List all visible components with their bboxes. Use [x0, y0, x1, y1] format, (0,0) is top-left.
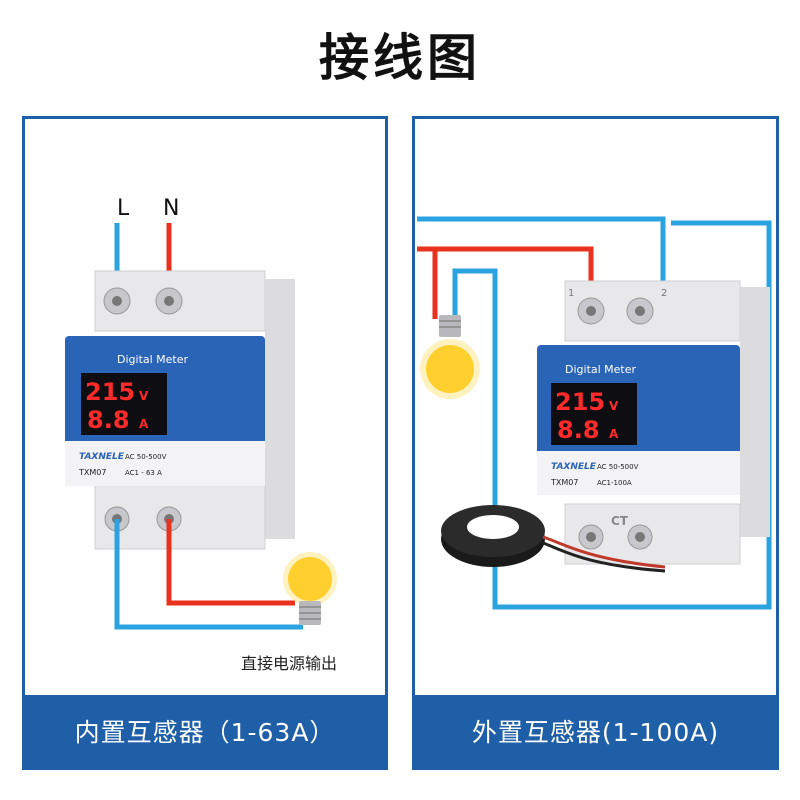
model-number: TXM07: [78, 468, 106, 477]
terminal-number-2: 2: [661, 288, 667, 299]
current-unit: A: [139, 417, 149, 431]
screw-icon: [635, 532, 645, 542]
device-side: [740, 287, 770, 537]
voltage-reading: 215: [85, 378, 135, 406]
wiring-diagram-internal: L N Digital Meter 215 V 8.8 A TAXNELE TX…: [65, 196, 337, 673]
device-side: [265, 279, 295, 539]
light-bulb-icon: [283, 552, 337, 625]
screw-icon: [112, 296, 122, 306]
panel-internal-ct: L N Digital Meter 215 V 8.8 A TAXNELE TX…: [22, 116, 388, 770]
wiring-diagram-external: 1 2 Digital Meter 215 V 8.8 A TAXNELE TX…: [417, 216, 772, 610]
screw-icon: [635, 306, 645, 316]
brand-logo: TAXNELE: [551, 462, 597, 472]
spec-current: AC1-100A: [597, 479, 632, 487]
screw-icon: [586, 306, 596, 316]
meter-label-strip: [65, 441, 265, 486]
footer-external-ct: 外置互感器(1-100A): [415, 695, 776, 767]
spec-current: AC1 - 63 A: [125, 469, 162, 477]
panel-external-ct: 1 2 Digital Meter 215 V 8.8 A TAXNELE TX…: [412, 116, 779, 770]
current-unit: A: [609, 427, 619, 441]
wire-load-neutral: [452, 220, 772, 610]
meter-brand-title: Digital Meter: [117, 353, 189, 366]
terminal-number-1: 1: [568, 288, 574, 299]
spec-voltage: AC 50-500V: [597, 463, 639, 471]
voltage-unit: V: [609, 399, 619, 413]
page-title: 接线图: [319, 29, 481, 87]
wire-neutral-out: [114, 519, 303, 630]
voltage-unit: V: [139, 389, 149, 403]
meter-brand-title: Digital Meter: [565, 363, 637, 376]
current-reading: 8.8: [557, 416, 600, 444]
meter-label-strip: [537, 451, 740, 495]
wire-supply-neutral: [417, 216, 666, 294]
footer-internal-ct: 内置互感器（1-63A）: [25, 695, 385, 767]
lcd-display: [551, 383, 637, 445]
label-n: N: [163, 196, 179, 221]
brand-logo: TAXNELE: [79, 452, 125, 462]
ct-label: CT: [611, 514, 629, 528]
current-transformer-icon: [441, 505, 666, 573]
label-l: L: [117, 196, 130, 221]
light-bulb-icon: [420, 315, 480, 399]
lcd-display: [81, 373, 167, 435]
current-reading: 8.8: [87, 406, 130, 434]
meter-device: 1 2 Digital Meter 215 V 8.8 A TAXNELE TX…: [537, 280, 770, 565]
spec-voltage: AC 50-500V: [125, 453, 167, 461]
model-number: TXM07: [550, 478, 578, 487]
wire-supply-live: [417, 246, 594, 294]
meter-device: Digital Meter 215 V 8.8 A TAXNELE TXM07 …: [65, 270, 295, 550]
screw-icon: [164, 296, 174, 306]
voltage-reading: 215: [555, 388, 605, 416]
output-caption: 直接电源输出: [241, 654, 337, 673]
wire-live-out: [166, 519, 295, 606]
screw-icon: [586, 532, 596, 542]
